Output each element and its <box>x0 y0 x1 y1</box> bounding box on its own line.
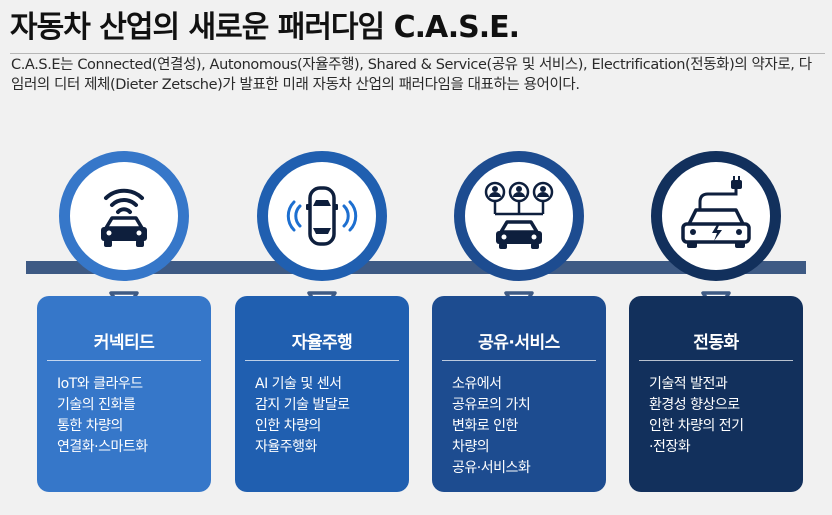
timeline-bar <box>26 261 806 274</box>
card-title: 전동화 <box>693 333 739 353</box>
autonomous-card: 자율주행 AI 기술 및 센서 감지 기술 발달로 인한 차량의 자율주행화 <box>235 296 409 492</box>
connected-card: 커넥티드 IoT와 클라우드 기술의 진화를 통한 차량의 연결화·스마트화 <box>37 296 211 492</box>
shared-circle <box>454 151 584 281</box>
card-divider <box>442 360 596 361</box>
card-text: AI 기술 및 센서 감지 기술 발달로 인한 차량의 자율주행화 <box>255 376 350 455</box>
autonomous-car-icon <box>286 186 358 246</box>
card-title: 커넥티드 <box>93 333 155 353</box>
card-divider <box>245 360 399 361</box>
description: C.A.S.E는 Connected(연결성), Autonomous(자율주행… <box>11 57 812 93</box>
electric-car-icon <box>681 176 751 248</box>
shared-card: 공유·서비스 소유에서 공유로의 가치 변화로 인한 차량의 공유·서비스화 <box>432 296 606 492</box>
card-text: 소유에서 공유로의 가치 변화로 인한 차량의 공유·서비스화 <box>452 376 531 476</box>
card-divider <box>47 360 201 361</box>
connected-circle <box>59 151 189 281</box>
autonomous-circle <box>257 151 387 281</box>
card-title: 자율주행 <box>291 333 353 353</box>
electrification-card: 전동화 기술적 발전과 환경성 향상으로 인한 차량의 전기 ·전장화 <box>629 296 803 492</box>
connected-car-icon <box>101 188 147 247</box>
card-text: IoT와 클라우드 기술의 진화를 통한 차량의 연결화·스마트화 <box>57 376 148 455</box>
card-text: 기술적 발전과 환경성 향상으로 인한 차량의 전기 ·전장화 <box>649 376 744 455</box>
title-divider <box>10 53 825 54</box>
card-divider <box>639 360 793 361</box>
electrification-circle <box>651 151 781 281</box>
card-title: 공유·서비스 <box>478 333 560 353</box>
page-title: 자동차 산업의 새로운 패러다임 C.A.S.E. <box>10 10 520 45</box>
shared-car-icon <box>484 181 554 249</box>
